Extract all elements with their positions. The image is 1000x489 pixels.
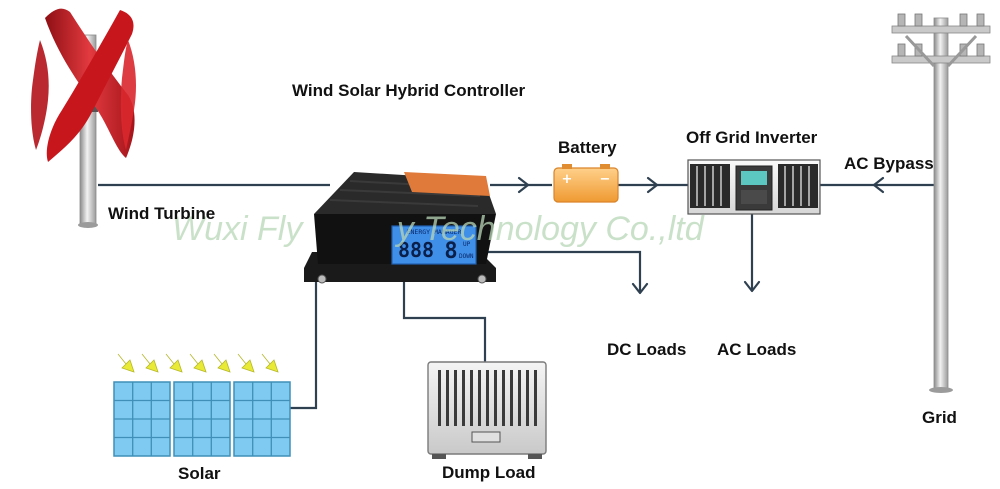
- sun-rays-icon: [117, 353, 279, 373]
- arrow-dc-loads-icon: [631, 282, 649, 295]
- display-unit-up: UP: [463, 241, 471, 248]
- title-label: Wind Solar Hybrid Controller: [292, 81, 526, 100]
- wire-controller-to-dc-loads: [480, 250, 642, 292]
- display-header: ENERGY MANAGER: [407, 228, 462, 236]
- wiring: [98, 183, 935, 410]
- display-mode-digit: 8: [444, 239, 457, 264]
- battery-label: Battery: [558, 138, 617, 157]
- solar-label: Solar: [178, 464, 221, 483]
- wire-controller-to-dump-load: [402, 282, 487, 362]
- flow-arrows: [517, 176, 885, 295]
- controller-brand-label: [404, 172, 490, 196]
- controller-display: [391, 225, 477, 265]
- ac-loads-label: AC Loads: [717, 340, 796, 359]
- turbine-blade-3: [31, 40, 49, 150]
- dc-loads-label: DC Loads: [607, 340, 686, 359]
- dump-load-label: Dump Load: [442, 463, 536, 482]
- arrow-ac-bypass-icon: [872, 176, 885, 194]
- off-grid-inverter: [687, 159, 821, 215]
- grid-label: Grid: [922, 408, 957, 427]
- dump-load: [427, 361, 547, 459]
- arrow-to-inverter-icon: [646, 176, 659, 194]
- svg-text:−: −: [600, 172, 611, 187]
- watermark-text: Wuxi Fly y Technology Co.,ltd: [172, 210, 705, 248]
- svg-text:+: +: [562, 172, 573, 187]
- arrow-ac-loads-icon: [743, 280, 761, 293]
- turbine-blade-4: [120, 40, 136, 150]
- battery-icon: + −: [553, 164, 619, 203]
- solar-panel-3: [233, 381, 291, 457]
- solar-panel-1: [113, 381, 171, 457]
- display-unit-down: DOWN: [459, 253, 474, 260]
- turbine-blade-2: [46, 10, 134, 162]
- utility-pole: [891, 13, 991, 393]
- display-digits: 888: [398, 238, 434, 262]
- wind-turbine: [31, 8, 136, 228]
- arrow-to-battery-icon: [517, 176, 530, 194]
- wind-turbine-label: Wind Turbine: [108, 204, 215, 223]
- wire-solar-to-controller: [290, 268, 318, 410]
- inverter-label: Off Grid Inverter: [686, 128, 818, 147]
- solar-panels: [113, 353, 291, 457]
- solar-panel-2: [173, 381, 231, 457]
- ac-bypass-label: AC Bypass: [844, 154, 934, 173]
- hybrid-controller: ENERGY MANAGER 888 8 UP DOWN: [304, 172, 496, 284]
